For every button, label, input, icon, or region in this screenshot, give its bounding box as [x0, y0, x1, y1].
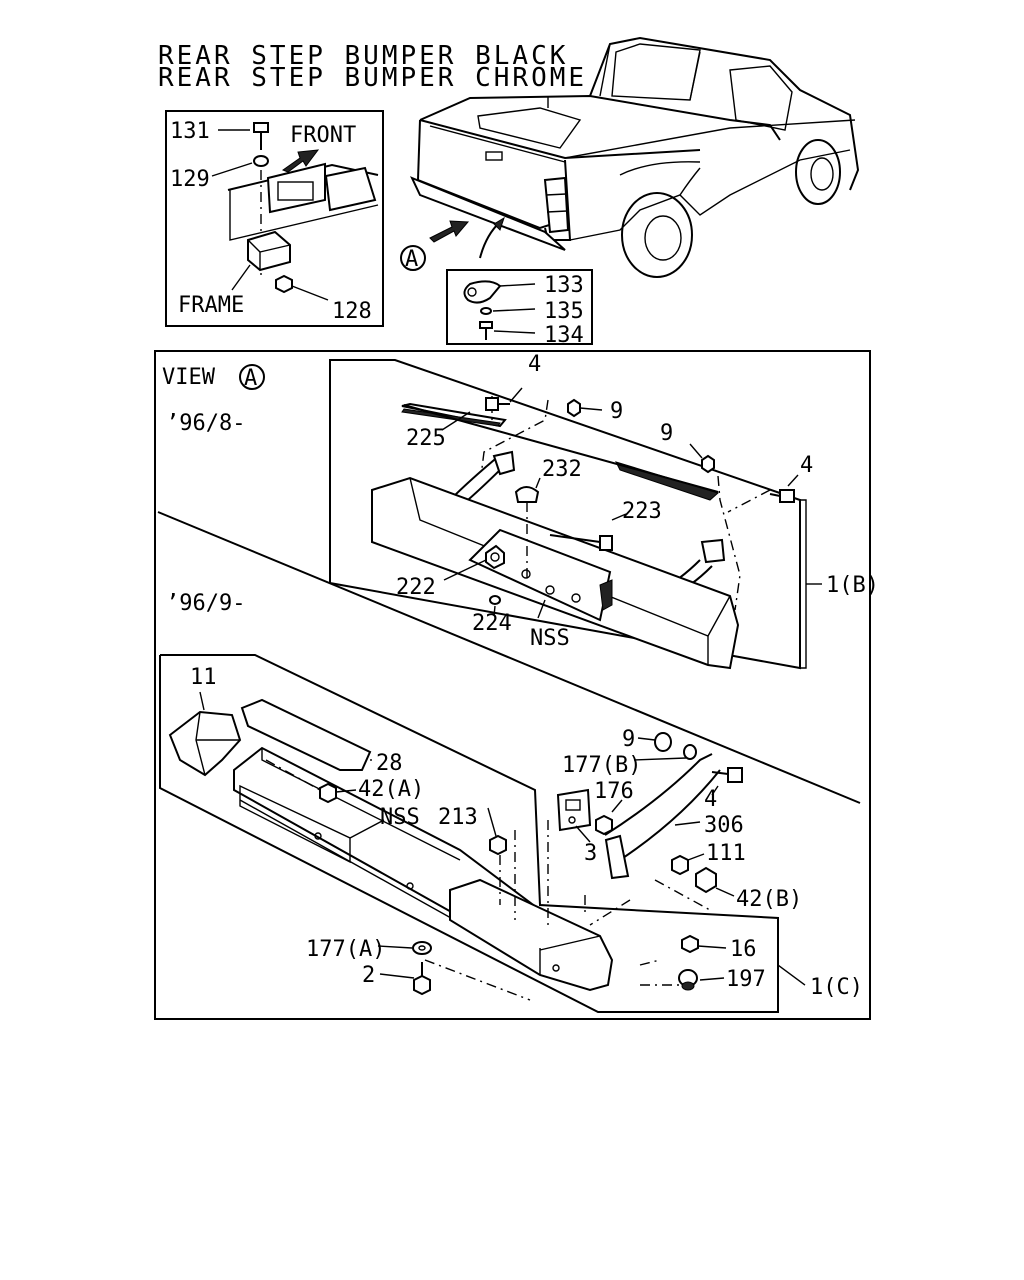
callout-306: 306	[704, 813, 744, 838]
callout-224: 224	[472, 611, 512, 636]
callout-133: 133	[544, 273, 584, 298]
period-divider	[157, 511, 861, 804]
callout-176: 176	[594, 779, 634, 804]
diagram-title-black: REAR STEP BUMPER BLACK	[158, 41, 568, 71]
callout-177b: 177(B)	[562, 753, 641, 778]
callout-9-lower: 9	[622, 727, 635, 752]
inset-frame-mount	[165, 110, 384, 327]
callout-42a: 42(A)	[358, 777, 424, 802]
view-title-marker-circle	[239, 364, 265, 390]
callout-4-upper-left: 4	[528, 352, 541, 377]
nss-label-upper: NSS	[530, 626, 570, 651]
view-a-frame	[154, 350, 871, 1020]
callout-9-upper-left: 9	[610, 399, 623, 424]
callout-129: 129	[170, 167, 210, 192]
callout-3: 3	[584, 841, 597, 866]
callout-4-upper-right: 4	[800, 453, 813, 478]
callout-4-lower: 4	[704, 787, 717, 812]
callout-131: 131	[170, 119, 210, 144]
callout-225: 225	[406, 426, 446, 451]
callout-197: 197	[726, 967, 766, 992]
callout-42b: 42(B)	[736, 887, 802, 912]
upper-bumper-assembly	[329, 359, 822, 670]
callout-2: 2	[362, 963, 375, 988]
view-marker-circle	[400, 245, 426, 271]
callout-16: 16	[730, 937, 757, 962]
diagram-title-chrome: REAR STEP BUMPER CHROME	[158, 63, 587, 93]
assembly-label-1c: 1(C)	[810, 975, 863, 1000]
callout-28: 28	[376, 751, 403, 776]
callout-222: 222	[396, 575, 436, 600]
front-arrow-icon	[281, 149, 320, 173]
callout-128: 128	[332, 299, 372, 324]
pickup-truck-sketch	[410, 36, 860, 278]
assembly-label-1b: 1(B)	[826, 573, 879, 598]
period-late: ’96/9-	[166, 591, 245, 616]
view-a-arrow-icon	[429, 220, 470, 243]
callout-111: 111	[706, 841, 746, 866]
lower-bumper-assembly	[159, 654, 806, 1013]
view-title: VIEW	[162, 365, 216, 390]
callout-232: 232	[542, 457, 582, 482]
view-marker-label: A	[405, 247, 418, 272]
inset-hook	[446, 269, 593, 345]
callout-223: 223	[622, 499, 662, 524]
nss-label-lower: NSS	[380, 805, 420, 830]
view-title-marker: A	[244, 366, 257, 391]
front-label: FRONT	[290, 123, 356, 148]
callout-135: 135	[544, 299, 584, 324]
frame-label: FRAME	[178, 293, 244, 318]
callout-134: 134	[544, 323, 584, 348]
callout-177a: 177(A)	[306, 937, 385, 962]
callout-213: 213	[438, 805, 478, 830]
callout-9-upper-right: 9	[660, 421, 673, 446]
period-early: ’96/8-	[166, 411, 245, 436]
callout-11: 11	[190, 665, 217, 690]
